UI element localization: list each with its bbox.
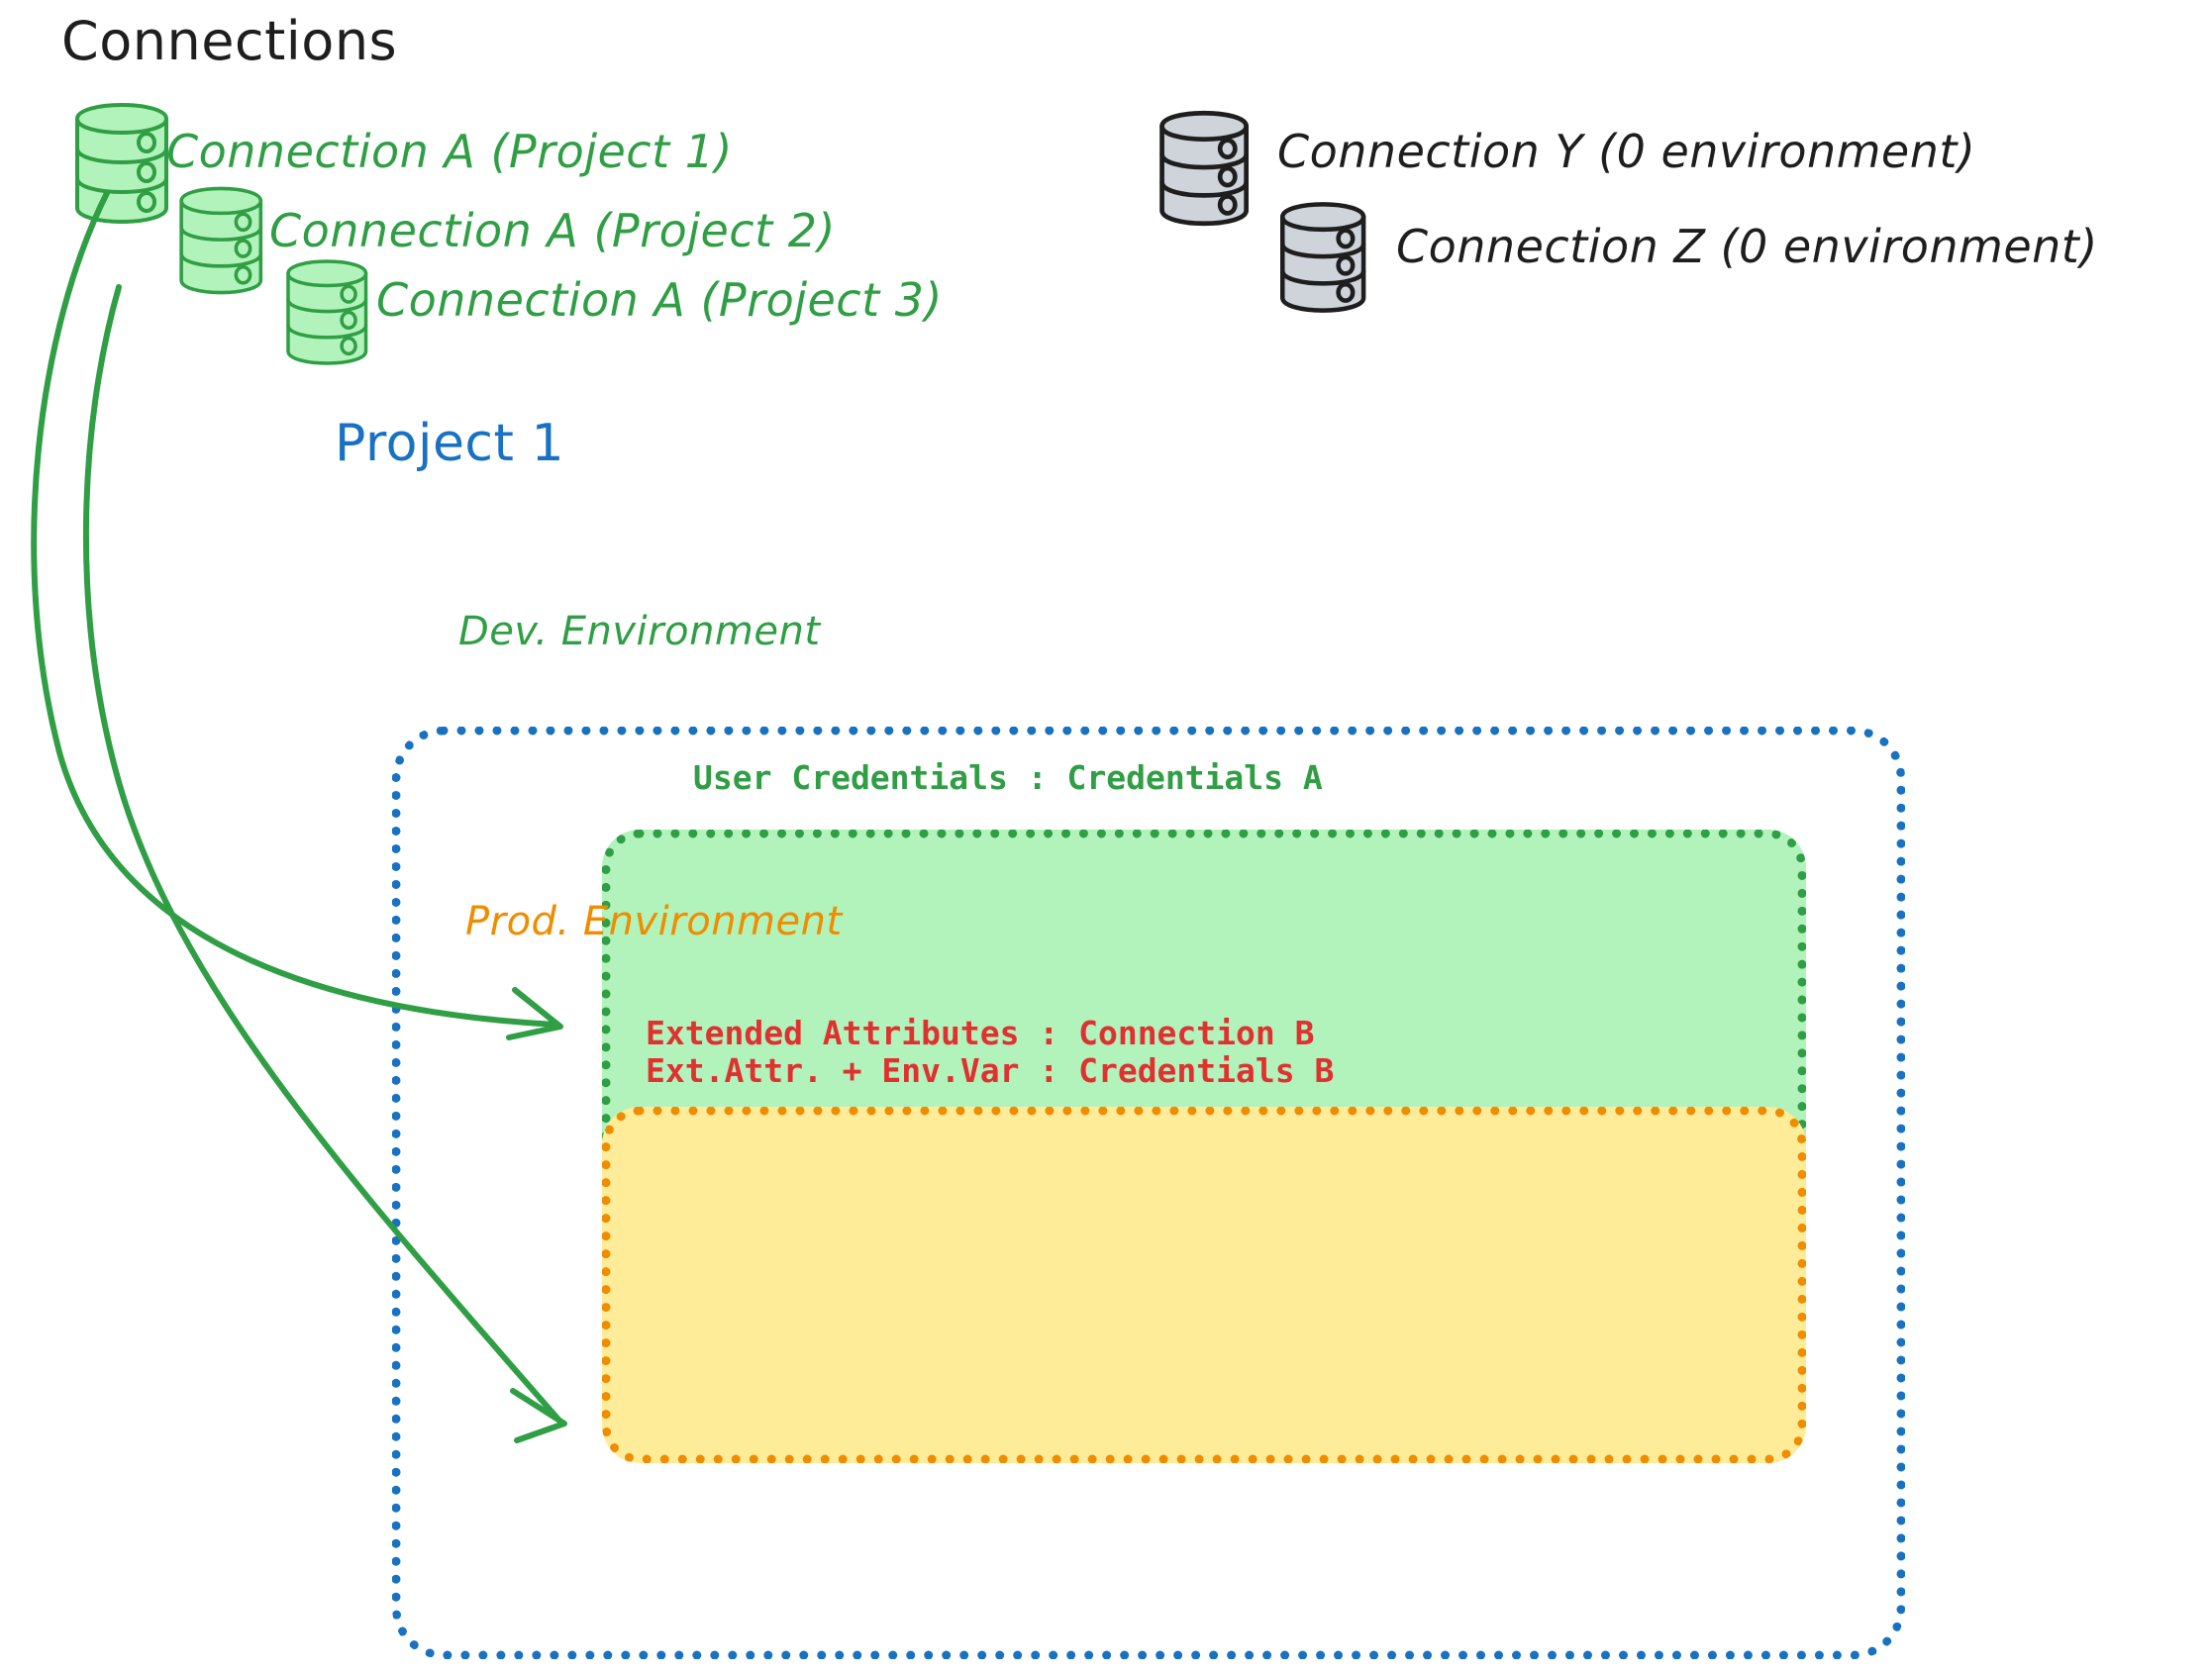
database-icon-connection-a-3 xyxy=(286,259,368,365)
connection-label-a-project-1: Connection A (Project 1) xyxy=(166,125,733,178)
database-icon-connection-z xyxy=(1280,202,1366,313)
database-icon-connection-a-2 xyxy=(179,186,263,295)
prod-environment-row-0: Extended Attributes : Connection B xyxy=(646,1014,1315,1052)
prod-environment-box xyxy=(602,1107,1806,1463)
connection-label-a-project-3: Connection A (Project 3) xyxy=(376,273,943,327)
dev-environment-label: Dev. Environment xyxy=(458,609,821,654)
page-title: Connections xyxy=(61,10,398,72)
project-label: Project 1 xyxy=(335,414,565,473)
connection-label-z: Connection Z (0 environment) xyxy=(1396,220,2098,273)
prod-environment-row-1: Ext.Attr. + Env.Var : Credentials B xyxy=(646,1051,1335,1090)
connection-label-y: Connection Y (0 environment) xyxy=(1277,125,1976,178)
connection-label-a-project-2: Connection A (Project 2) xyxy=(269,204,836,257)
database-icon-connection-a-1 xyxy=(75,103,168,224)
dev-environment-row-0: User Credentials : Credentials A xyxy=(693,758,1323,797)
database-icon-connection-y xyxy=(1159,110,1250,227)
prod-environment-label: Prod. Environment xyxy=(465,899,843,944)
